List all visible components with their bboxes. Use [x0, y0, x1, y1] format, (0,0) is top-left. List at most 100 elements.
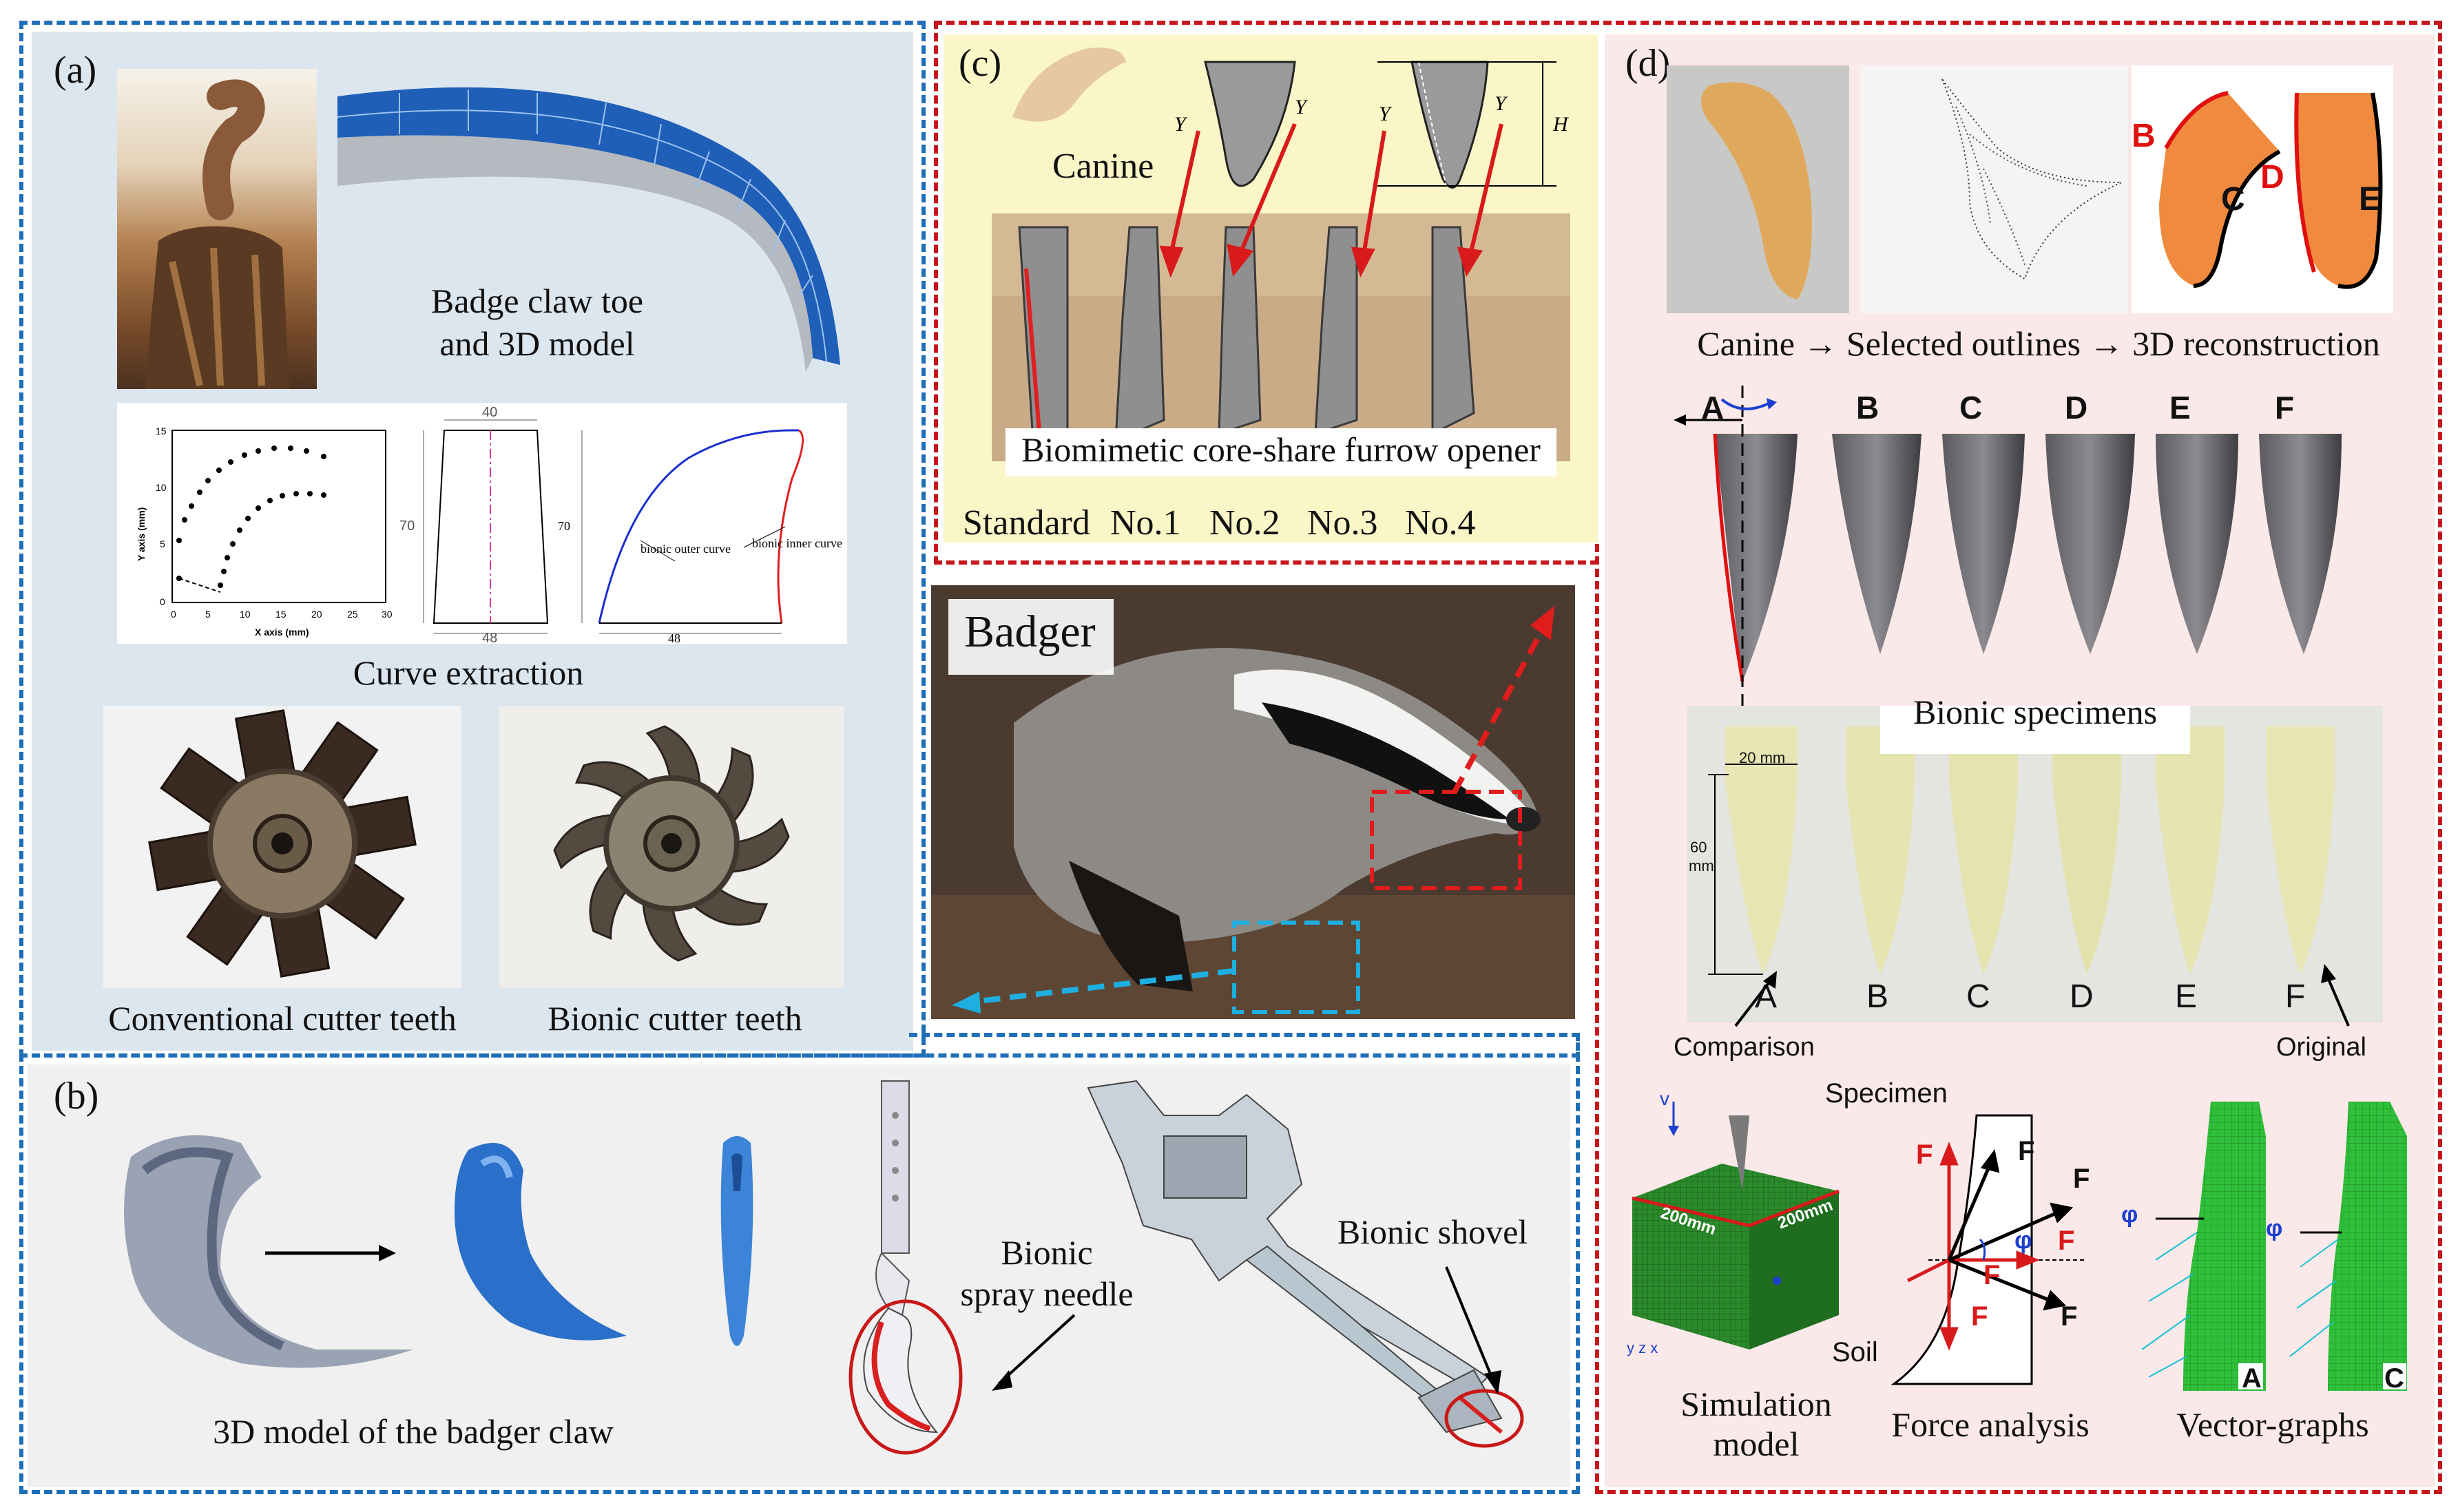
- trap-bottom-dim: 48: [482, 631, 497, 646]
- x-tick-30: 30: [382, 609, 393, 620]
- simulation-model-caption-line2: model: [1713, 1425, 1800, 1463]
- opener-label-no1: No.1: [1110, 503, 1181, 543]
- trap-top-dim: 40: [482, 405, 497, 420]
- red-divider: [934, 560, 1598, 565]
- spray-needle-pointer-arrow: [992, 1314, 1076, 1391]
- arrow-scan-to-model: [265, 1245, 396, 1261]
- comparison-label: Comparison: [1674, 1033, 1815, 1062]
- force-f-label: F: [2073, 1164, 2090, 1194]
- y-tick-5: 5: [160, 538, 165, 549]
- spray-needle-label-line2: spray needle: [960, 1274, 1134, 1313]
- x-tick-20: 20: [311, 609, 322, 620]
- red-vertical-left: [934, 21, 938, 565]
- spray-needle-label-line1: Bionic: [1001, 1233, 1093, 1272]
- claw-caption-line1: Badge claw toe: [430, 282, 644, 320]
- opener-label-standard: Standard: [963, 503, 1090, 543]
- y2-label: Y: [1295, 96, 1309, 118]
- reconstruction-images: [2132, 65, 2393, 313]
- force-f2-label: F: [2061, 1301, 2078, 1332]
- vector-graphs-caption: Vector-graphs: [2176, 1405, 2369, 1444]
- bionic-cutter-caption: Bionic cutter teeth: [548, 999, 802, 1038]
- panel-b-letter: (b): [54, 1075, 99, 1117]
- conventional-cutter-caption: Conventional cutter teeth: [108, 999, 457, 1038]
- y-tick-0: 0: [160, 596, 165, 607]
- y4-label: Y: [1494, 92, 1508, 115]
- x-tick-5: 5: [205, 609, 211, 620]
- y-axis-label: Y axis (mm): [136, 507, 147, 561]
- point-cloud-image: [1860, 65, 2128, 313]
- panel-b-border: [19, 1053, 1580, 1494]
- simulation-model-cube: [1632, 1102, 1840, 1350]
- specimen-3d-models: [1674, 386, 2342, 716]
- opener-label-no4: No.4: [1405, 503, 1476, 543]
- y-tick-10: 10: [156, 482, 167, 493]
- photo-letter-c: C: [1966, 978, 1990, 1015]
- bionic-cutter-photo: [499, 706, 844, 988]
- claw-3d-model: [337, 87, 840, 372]
- outline-label-c: C: [2221, 181, 2245, 218]
- outline-label-d: D: [2260, 159, 2284, 196]
- badger-claw-model-caption: 3D model of the badger claw: [213, 1412, 614, 1451]
- curve-bottom-dim: 48: [668, 631, 680, 645]
- force-analysis-diagram: [1891, 1114, 2087, 1385]
- bionic-curve-outline: 70 48 bionic outer curve bionic inner cu…: [558, 429, 842, 645]
- canine-outline-diagrams: Y Y Y Y H: [1174, 61, 1570, 189]
- reconstruction-flow-caption: Canine → Selected outlines → 3D reconstr…: [1697, 324, 2380, 363]
- curve-point-plot: 0 5 10 15 20 25 30 0 5 10 15 X axis (mm)…: [136, 426, 393, 638]
- x-tick-10: 10: [240, 609, 251, 620]
- photo-letter-e: E: [2175, 978, 2198, 1015]
- conventional-cutter-photo: [103, 706, 461, 988]
- canine-to-opener-arrows: [1159, 123, 1503, 278]
- opener-label-no3: No.3: [1307, 503, 1378, 543]
- dim-60-line1: 60: [1690, 839, 1707, 856]
- model-letter-a: A: [1701, 390, 1725, 426]
- vector-graph-a: [2141, 1102, 2266, 1391]
- phi-c1-label: φ: [2266, 1215, 2283, 1241]
- model-letter-e: E: [2169, 390, 2191, 426]
- y3-label: Y: [1379, 103, 1393, 125]
- claw-caption-line2: and 3D model: [439, 324, 635, 363]
- badger-photo: [931, 585, 1575, 1019]
- force-analysis-caption: Force analysis: [1891, 1405, 2090, 1444]
- vector-graph-a-letter: A: [2242, 1363, 2262, 1394]
- velocity-label: v: [1660, 1088, 1669, 1109]
- photo-letter-d: D: [2070, 978, 2094, 1015]
- bionic-specimens-label: Bionic specimens: [1913, 693, 2158, 731]
- badger-claw-scan: [124, 1135, 413, 1368]
- x-tick-0: 0: [171, 609, 176, 620]
- canine-tooth-photo-small: [1012, 48, 1126, 122]
- vector-graph-c: [2289, 1102, 2407, 1391]
- force-phi-label: φ: [2014, 1226, 2032, 1254]
- force-f21-label: F: [1983, 1260, 2001, 1290]
- outer-curve-label: bionic outer curve: [640, 542, 731, 556]
- model-letter-b: B: [1856, 390, 1879, 426]
- badger-title: Badger: [964, 607, 1096, 657]
- model-letter-c: C: [1959, 390, 1983, 426]
- soil-label: Soil: [1832, 1337, 1878, 1367]
- original-label: Original: [2276, 1033, 2366, 1062]
- dim-60-line2: mm: [1689, 857, 1714, 874]
- shovel-pointer-arrow: [1445, 1266, 1501, 1394]
- phi-a1-label: φ: [2121, 1201, 2138, 1228]
- outline-label-b: B: [2132, 118, 2156, 154]
- panel-a-letter: (a): [54, 49, 97, 92]
- force-f12-label: F: [1971, 1301, 1988, 1332]
- force-f11-label: F: [1916, 1140, 1933, 1170]
- curve-extraction-caption: Curve extraction: [353, 653, 584, 692]
- trapezoid-outline: 40 70 48: [399, 405, 549, 646]
- dim-20mm: 20 mm: [1739, 749, 1786, 766]
- furrow-opener-caption: Biomimetic core-share furrow opener: [1021, 430, 1541, 469]
- x-tick-15: 15: [275, 609, 287, 620]
- panel-c-letter: (c): [959, 42, 1002, 85]
- model-letter-f: F: [2275, 390, 2295, 426]
- x-tick-25: 25: [347, 609, 358, 620]
- bionic-spray-needle-drawing: [848, 1080, 963, 1455]
- outline-label-e: E: [2359, 181, 2382, 218]
- bionic-shovel-label: Bionic shovel: [1337, 1212, 1528, 1251]
- curve-side-dim: 70: [558, 519, 570, 533]
- photo-letter-b: B: [1866, 978, 1889, 1015]
- canine-label: Canine: [1052, 147, 1154, 186]
- panel-d-border: [1595, 544, 2442, 1494]
- axes-label: y z x: [1627, 1339, 1658, 1356]
- badger-claw-model-side: [455, 1143, 627, 1341]
